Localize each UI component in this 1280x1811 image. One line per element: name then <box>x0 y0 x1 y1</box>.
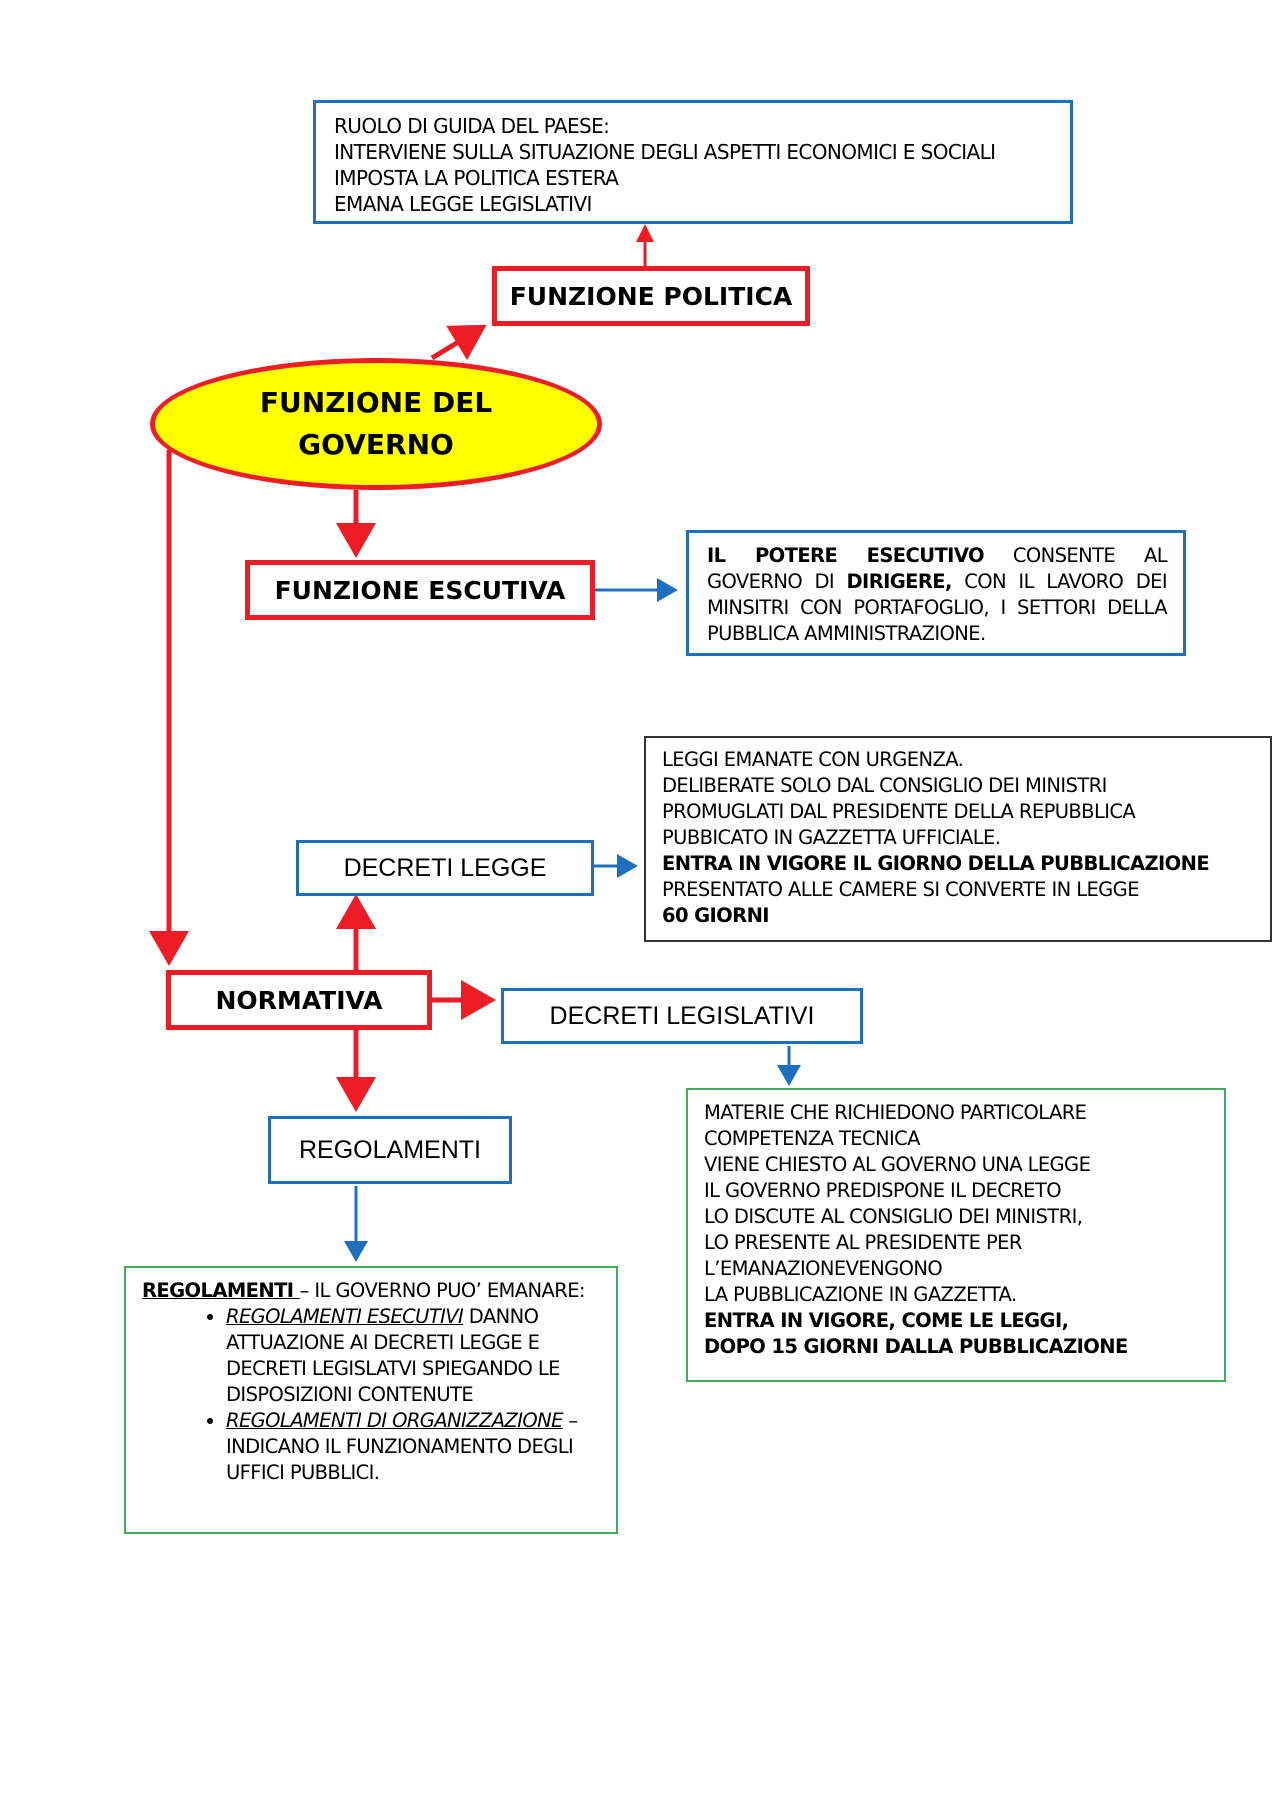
ruolo-box: RUOLO DI GUIDA DEL PAESE: INTERVIENE SUL… <box>313 100 1073 224</box>
funzione-politica-box: FUNZIONE POLITICA <box>492 266 810 326</box>
regolamenti-list: REGOLAMENTI ESECUTIVI DANNO ATTUAZIONE A… <box>142 1304 602 1486</box>
list-item: REGOLAMENTI ESECUTIVI DANNO ATTUAZIONE A… <box>226 1304 602 1408</box>
regolamenti-heading: REGOLAMENTI – IL GOVERNO PUO’ EMANARE: <box>142 1278 602 1304</box>
decreti-legge-line: DELIBERATE SOLO DAL CONSIGLIO DEI MINIST… <box>662 774 1107 797</box>
regolamenti-item2-title: REGOLAMENTI DI ORGANIZZAZIONE <box>226 1409 563 1432</box>
ruolo-line: IMPOSTA LA POLITICA ESTERA <box>334 166 619 190</box>
funzione-governo-line2: GOVERNO <box>298 428 454 461</box>
potere-text-2: CON IL LAVORO DEI MINSITRI CON PORTAFOGL… <box>707 570 1168 645</box>
decreti-legislativi-box: DECRETI LEGISLATIVI <box>501 988 863 1044</box>
funzione-esecutiva-box: FUNZIONE ESCUTIVA <box>245 560 595 620</box>
decreti-legislativi-line: VIENE CHIESTO AL GOVERNO UNA LEGGE <box>704 1153 1091 1176</box>
potere-esecutivo-text: IL POTERE ESECUTIVO CONSENTE AL GOVERNO … <box>707 543 1168 647</box>
regolamenti-heading-bold: REGOLAMENTI <box>142 1279 300 1302</box>
decreti-legge-box: DECRETI LEGGE <box>296 840 594 896</box>
decreti-legislativi-line: COMPETENZA TECNICA <box>704 1127 921 1150</box>
decreti-legge-bold-end: 60 GIORNI <box>662 904 770 927</box>
normativa-label: NORMATIVA <box>215 985 383 1015</box>
potere-esecutivo-box: IL POTERE ESECUTIVO CONSENTE AL GOVERNO … <box>686 530 1186 656</box>
regolamenti-box: REGOLAMENTI <box>268 1116 512 1184</box>
normativa-box: NORMATIVA <box>166 970 432 1030</box>
decreti-legislativi-line: LA PUBBLICAZIONE IN GAZZETTA. <box>704 1283 1017 1306</box>
potere-bold: IL POTERE ESECUTIVO <box>707 544 985 567</box>
regolamenti-label: REGOLAMENTI <box>299 1135 481 1164</box>
decreti-legislativi-line: LO PRESENTE AL PRESIDENTE PER <box>704 1231 1022 1254</box>
decreti-legislativi-line: MATERIE CHE RICHIEDONO PARTICOLARE <box>704 1101 1087 1124</box>
decreti-legislativi-detail-box: MATERIE CHE RICHIEDONO PARTICOLARE COMPE… <box>686 1088 1226 1382</box>
decreti-legge-detail-box: LEGGI EMANATE CON URGENZA. DELIBERATE SO… <box>644 736 1272 942</box>
list-item: REGOLAMENTI DI ORGANIZZAZIONE – INDICANO… <box>226 1408 602 1486</box>
potere-text-1: CONSENTE AL GOVERNO DI <box>707 544 1168 593</box>
potere-bold-2: DIRIGERE, <box>846 570 952 593</box>
regolamenti-item1-text: DANNO ATTUAZIONE AI DECRETI LEGGE E DECR… <box>226 1305 560 1406</box>
decreti-legislativi-label: DECRETI LEGISLATIVI <box>549 1001 815 1030</box>
regolamenti-item1-title: REGOLAMENTI ESECUTIVI <box>226 1305 464 1328</box>
ruolo-line: INTERVIENE SULLA SITUAZIONE DEGLI ASPETT… <box>334 140 996 164</box>
decreti-legge-label: DECRETI LEGGE <box>343 853 547 882</box>
funzione-governo-ellipse: FUNZIONE DEL GOVERNO <box>150 358 602 490</box>
decreti-legge-line: PRESENTATO ALLE CAMERE SI CONVERTE IN LE… <box>662 878 1140 901</box>
funzione-politica-label: FUNZIONE POLITICA <box>509 281 793 311</box>
decreti-legislativi-bold-line: ENTRA IN VIGORE, COME LE LEGGI, <box>704 1309 1069 1332</box>
arrow-governo-to-politica <box>430 324 487 361</box>
decreti-legge-line: PUBBICATO IN GAZZETTA UFFICIALE. <box>662 826 1001 849</box>
regolamenti-detail-box: REGOLAMENTI – IL GOVERNO PUO’ EMANARE: R… <box>124 1266 618 1534</box>
funzione-esecutiva-label: FUNZIONE ESCUTIVA <box>274 575 566 605</box>
decreti-legislativi-line: IL GOVERNO PREDISPONE IL DECRETO <box>704 1179 1062 1202</box>
regolamenti-item2-text: – INDICANO IL FUNZIONAMENTO DEGLI UFFICI… <box>226 1409 578 1484</box>
decreti-legge-line: LEGGI EMANATE CON URGENZA. <box>662 748 964 771</box>
decreti-legge-bold-line: ENTRA IN VIGORE IL GIORNO DELLA PUBBLICA… <box>662 852 1210 875</box>
regolamenti-heading-rest: – IL GOVERNO PUO’ EMANARE: <box>299 1279 586 1302</box>
decreti-legislativi-line: L’EMANAZIONEVENGONO <box>704 1257 943 1280</box>
ruolo-line: EMANA LEGGE LEGISLATIVI <box>334 192 592 216</box>
decreti-legge-line: PROMUGLATI DAL PRESIDENTE DELLA REPUBBLI… <box>662 800 1136 823</box>
funzione-governo-line1: FUNZIONE DEL <box>259 386 493 419</box>
decreti-legislativi-line: LO DISCUTE AL CONSIGLIO DEI MINISTRI, <box>704 1205 1083 1228</box>
decreti-legislativi-bold-line: DOPO 15 GIORNI DALLA PUBBLICAZIONE <box>704 1335 1128 1358</box>
ruolo-line: RUOLO DI GUIDA DEL PAESE: <box>334 114 610 138</box>
